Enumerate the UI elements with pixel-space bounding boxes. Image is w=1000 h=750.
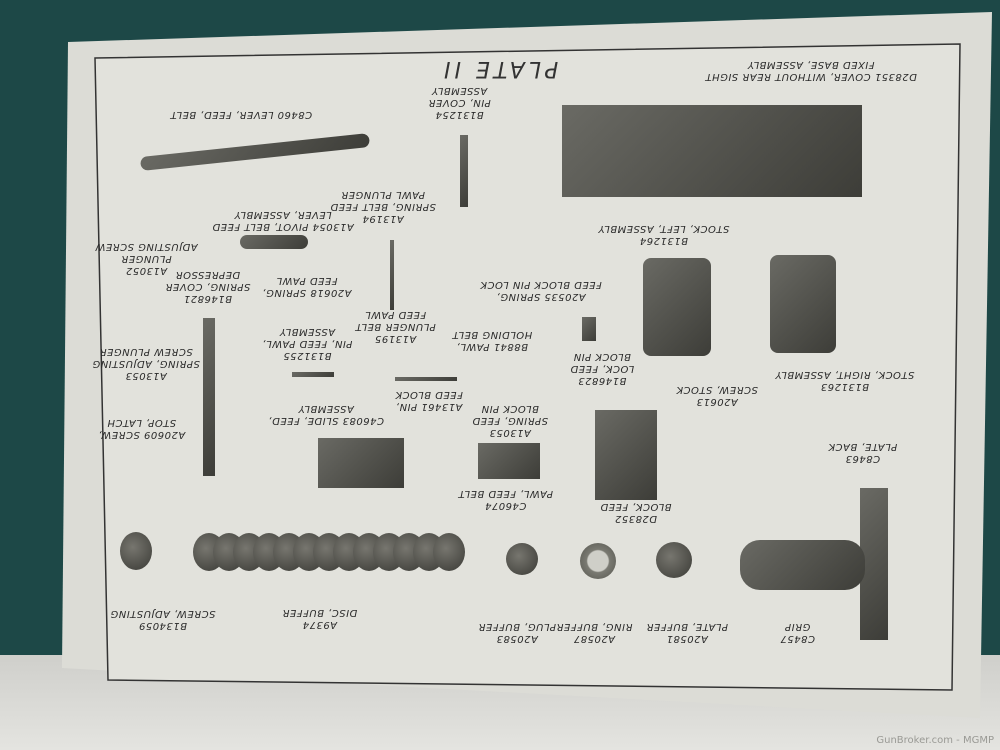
buffer-ring-image [580,543,616,579]
lock-pin-image [582,317,596,341]
label-screw-stop: A20609 SCREW,STOP, LATCH [98,417,186,440]
label-pawl-holding: B8841 PAWL,HOLDING BELT [452,329,533,352]
feed-slide-image [318,438,404,488]
buffer-plate-image [656,542,692,578]
adjusting-screw-image [120,532,152,570]
plate-title: PLATE II [440,56,559,81]
pin-cover-image [460,135,468,207]
label-lever: C8460 LEVER, FEED, BELT [170,109,313,120]
pin-feed-block-image [395,377,457,381]
label-slide: C46083 SLIDE, FEED,ASSEMBLY [268,403,384,426]
stock-left-image [643,258,711,356]
stock-right-image [770,255,836,353]
feed-block-image [595,410,657,500]
label-pin-block: A13461 PIN,FEED BLOCK [395,389,463,412]
label-spring-feed-pawl: A20618 SPRING,FEED PAWL [262,275,352,298]
spring-image [390,240,394,310]
label-spring-lock: A20535 SPRING,FEED BLOCK PIN LOCK [480,279,602,302]
buffer-plug-image [506,543,538,575]
pin-feed-pawl-image [292,372,334,377]
pawl-feed-image [478,443,540,479]
grip-image [740,540,865,590]
watermark: GunBroker.com - MGMP [876,735,994,746]
cover-assembly-image [562,105,862,197]
depressor-spring-image [203,318,215,476]
pivot-image [240,235,308,249]
